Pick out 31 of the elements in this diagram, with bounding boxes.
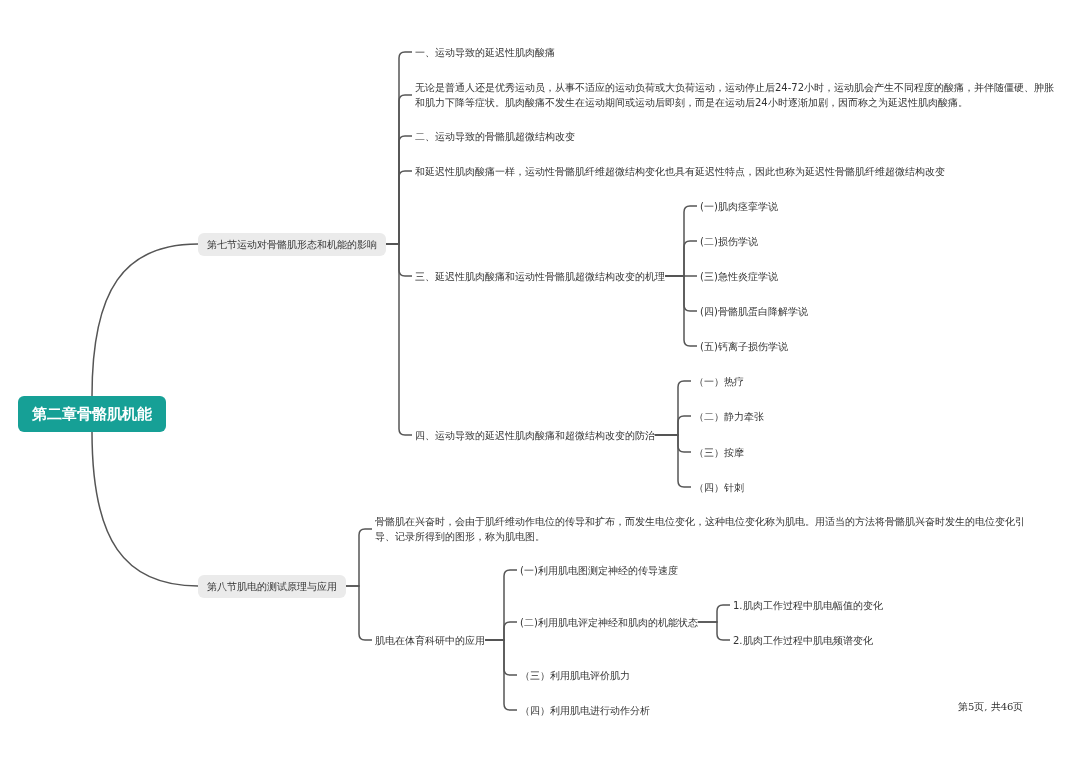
topic-paragraph: 无论是普通人还是优秀运动员，从事不适应的运动负荷或大负荷运动，运动停止后24-72小时，运动肌会产生不同程度的酸痛，并伴随僵硬、肿胀和肌力下降等症状。肌肉酸痛不发生在运动期间或运动后即刻，而是在运动后24小时逐渐加剧，因而称之为延迟性肌肉酸痛。 [415, 80, 1060, 110]
connector-line [697, 621, 731, 641]
topic-text: 一、运动导致的延迟性肌肉酸痛 [415, 44, 555, 60]
page-number: 第5页, 共46页 [958, 700, 1024, 714]
topic-text: 肌电在体育科研中的应用 [375, 632, 485, 648]
connector-line [91, 431, 199, 587]
topic-text: (五)钙离子损伤学说 [700, 338, 788, 354]
topic-text: （二）静力牵张 [694, 408, 764, 424]
topic-text: （四）针刺 [694, 479, 744, 495]
topic-text: (一)利用肌电图测定神经的传导速度 [520, 562, 678, 578]
topic-text: 二、运动导致的骨骼肌超微结构改变 [415, 128, 575, 144]
topic-text: (三)急性炎症学说 [700, 268, 778, 284]
topic-text: (二)损伤学说 [700, 233, 758, 249]
root-topic-box: 第二章骨骼肌机能 [18, 396, 166, 432]
topic-text: 四、运动导致的延迟性肌肉酸痛和超微结构改变的防治 [415, 427, 655, 443]
topic-text: 1.肌肉工作过程中肌电幅值的变化 [733, 597, 883, 613]
topic-text: （一）热疗 [694, 373, 744, 389]
section-topic-box: 第七节运动对骨骼肌形态和机能的影响 [198, 232, 386, 256]
topic-text: （三）按摩 [694, 444, 744, 460]
section-topic-box: 第八节肌电的测试原理与应用 [198, 574, 346, 598]
topic-text: （四）利用肌电进行动作分析 [520, 702, 650, 718]
topic-text: (四)骨骼肌蛋白降解学说 [700, 303, 808, 319]
topic-text: 2.肌肉工作过程中肌电频谱变化 [733, 632, 873, 648]
topic-text: (二)利用肌电评定神经和肌肉的机能状态 [520, 614, 698, 630]
topic-paragraph: 骨骼肌在兴奋时，会由于肌纤维动作电位的传导和扩布，而发生电位变化，这种电位变化称为肌电。用适当的方法将骨骼肌兴奋时发生的电位变化引导、记录所得到的图形，称为肌电图。 [375, 514, 1025, 544]
topic-text: 三、延迟性肌肉酸痛和运动性骨骼肌超微结构改变的机理 [415, 268, 665, 284]
topic-text: （三）利用肌电评价肌力 [520, 667, 630, 683]
topic-text: 和延迟性肌肉酸痛一样，运动性骨骼肌纤维超微结构变化也具有延迟性特点，因此也称为延迟性骨骼肌纤维超微结构改变 [415, 163, 945, 179]
topic-text: (一)肌肉痉挛学说 [700, 198, 778, 214]
connector-line [385, 243, 413, 436]
connector-line [91, 243, 199, 397]
